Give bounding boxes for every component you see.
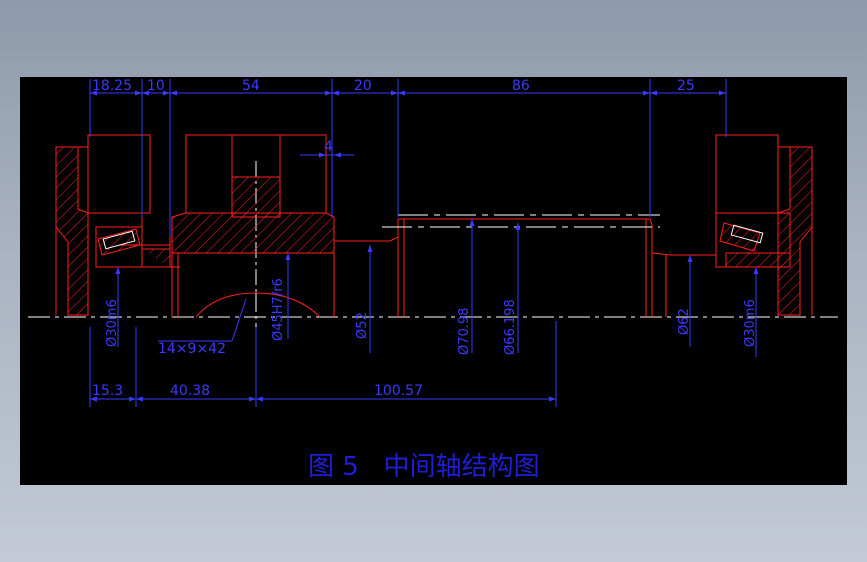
shaft-drawing: 18.25 10 54 20 86 25 4 15.3 40.38 100.57… bbox=[28, 78, 838, 482]
keyway-label: 14×9×42 bbox=[158, 341, 226, 357]
dim-54: 54 bbox=[242, 78, 260, 94]
dia-62-right: Ø62 bbox=[677, 308, 692, 335]
left-bearing bbox=[95, 226, 180, 268]
shaft-centerlines bbox=[382, 214, 660, 228]
dia-left-bearing: Ø30m6 bbox=[105, 299, 120, 347]
dia-gear-bore: Ø45H7/r6 bbox=[271, 278, 286, 341]
right-housing bbox=[715, 134, 813, 316]
shaft-body bbox=[334, 218, 717, 317]
dim-20: 20 bbox=[354, 78, 372, 94]
figure-caption: 图 5 中间轴结构图 bbox=[308, 452, 540, 482]
dim-100-57: 100.57 bbox=[374, 383, 423, 399]
dia-right-bearing: Ø30m6 bbox=[743, 299, 758, 347]
dim-4: 4 bbox=[324, 139, 333, 155]
dim-10: 10 bbox=[147, 78, 165, 94]
dia-66-198: Ø66.198 bbox=[503, 299, 518, 355]
dimension-lines bbox=[89, 79, 759, 407]
drawing-canvas: 18.25 10 54 20 86 25 4 15.3 40.38 100.57… bbox=[20, 77, 847, 485]
dim-18-25: 18.25 bbox=[92, 78, 132, 94]
left-housing bbox=[55, 134, 151, 316]
dim-15-3: 15.3 bbox=[92, 383, 123, 399]
dia-52-left: Ø52 bbox=[355, 312, 370, 339]
dim-25: 25 bbox=[677, 78, 695, 94]
dia-70-98: Ø70.98 bbox=[457, 308, 472, 355]
dim-40-38: 40.38 bbox=[170, 383, 210, 399]
dim-86: 86 bbox=[512, 78, 530, 94]
gear-section bbox=[171, 134, 335, 318]
